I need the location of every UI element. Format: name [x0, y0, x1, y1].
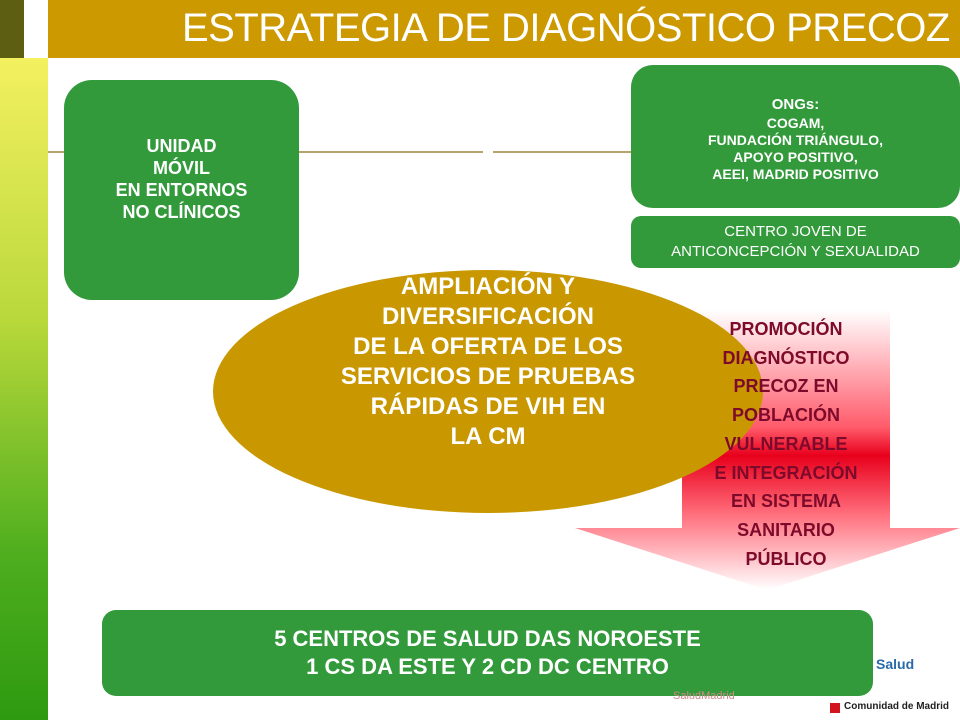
ongs-item: APOYO POSITIVO, [733, 149, 858, 165]
page-title: ESTRATEGIA DE DIAGNÓSTICO PRECOZ [182, 6, 950, 50]
title-bar [48, 0, 960, 58]
down-arrow-shape [575, 310, 960, 590]
ongs-item: FUNDACIÓN TRIÁNGULO, [708, 132, 883, 148]
corner-block [0, 0, 24, 58]
salud-logo: Salud [876, 656, 915, 672]
comunidad-madrid-logo-text: Comunidad de Madrid [844, 701, 949, 712]
central-ellipse-text: AMPLIACIÓN Y DIVERSIFICACIÓN DE LA OFERT… [340, 273, 636, 450]
left-gradient-bar [0, 58, 48, 720]
connector-line-left [48, 151, 66, 153]
promocion-text: PROMOCIÓN DIAGNÓSTICO PRECOZ EN POBLACIÓ… [714, 319, 858, 569]
saludmadrid-logo: SaludMadrid [673, 690, 735, 702]
centros-salud-box: 5 CENTROS DE SALUD DAS NOROESTE 1 CS DA … [102, 610, 873, 696]
central-ellipse [213, 270, 763, 513]
ongs-box: ONGs: COGAM, FUNDACIÓN TRIÁNGULO, APOYO … [631, 65, 960, 208]
centro-joven-box: CENTRO JOVEN DE ANTICONCEPCIÓN Y SEXUALI… [631, 216, 960, 268]
connector-line-middle-right [493, 151, 633, 153]
comunidad-madrid-logo-icon [830, 703, 840, 713]
ongs-list: COGAM, FUNDACIÓN TRIÁNGULO, APOYO POSITI… [708, 115, 883, 183]
ongs-item: COGAM, [766, 115, 825, 131]
ongs-item: AEEI, MADRID POSITIVO [712, 166, 879, 182]
connector-line-middle-left [299, 151, 483, 153]
ongs-title: ONGs: [771, 96, 820, 113]
unidad-movil-box: UNIDAD MÓVIL EN ENTORNOS NO CLÍNICOS [64, 80, 299, 300]
